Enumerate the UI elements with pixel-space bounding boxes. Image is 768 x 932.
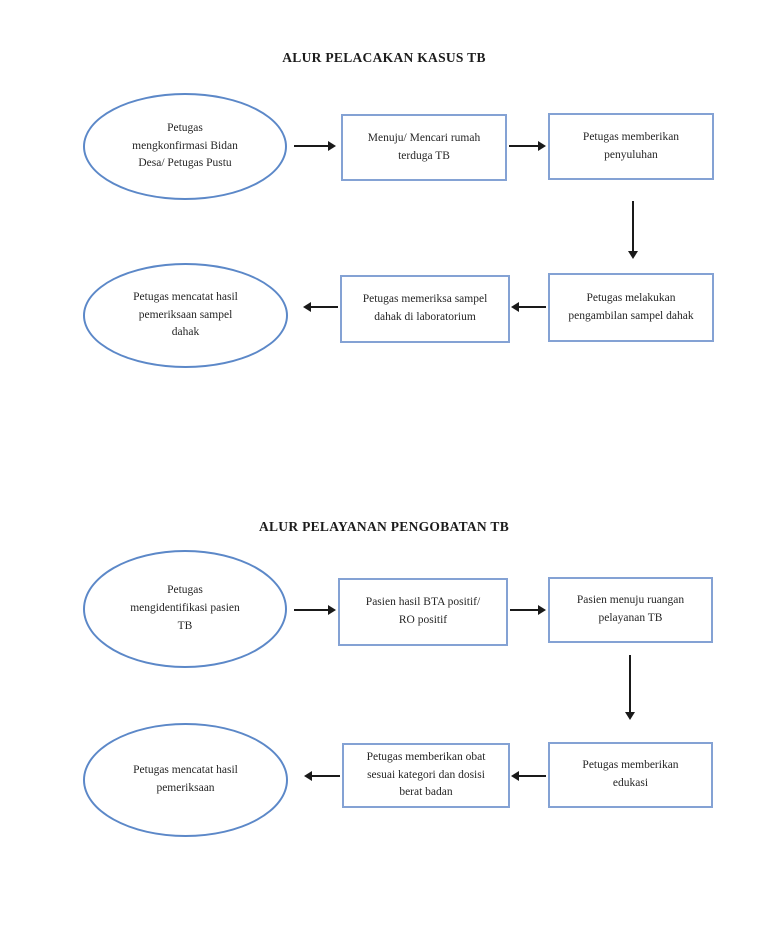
chart1-step3-label: Petugas melakukan pengambilan sampel dah… [568,291,694,322]
arrow-stem [310,306,338,308]
chart1-step1-box: Menuju/ Mencari rumah terduga TB [341,114,507,181]
arrow-head [303,302,311,312]
chart2-start-label: Petugas mengidentifikasi pasien TB [130,584,240,632]
arrow-stem [510,609,539,611]
chart1-arrow-step1-to-step2-icon [509,141,546,151]
chart1-start-ellipse: Petugas mengkonfirmasi Bidan Desa/ Petug… [83,93,287,200]
chart2-step3-box: Petugas memberikan edukasi [548,742,713,808]
chart1-step3-box: Petugas melakukan pengambilan sampel dah… [548,273,714,342]
arrow-stem [294,145,329,147]
arrow-head [328,605,336,615]
chart2-step1-box: Pasien hasil BTA positif/ RO positif [338,578,508,646]
chart2-step1-label: Pasien hasil BTA positif/ RO positif [365,596,481,626]
chart1-arrow-step4-to-end-icon [303,302,338,312]
chart1-step1-label: Menuju/ Mencari rumah terduga TB [367,131,481,162]
arrow-head [625,712,635,720]
chart2-end-ellipse: Petugas mencatat hasil pemeriksaan [83,723,288,837]
arrow-stem [632,201,634,252]
chart2-step2-label: Pasien menuju ruangan pelayanan TB [576,594,685,624]
chart1-step4-label: Petugas memeriksa sampel dahak di labora… [362,293,488,323]
chart2-title: ALUR PELAYANAN PENGOBATAN TB [258,519,510,534]
chart1-end-ellipse: Petugas mencatat hasil pemeriksaan sampe… [83,263,288,368]
chart2-step2-box: Pasien menuju ruangan pelayanan TB [548,577,713,643]
arrow-head [304,771,312,781]
chart2-arrow-step2-to-step3-icon [625,655,635,720]
arrow-head [538,605,546,615]
chart1-arrow-step3-to-step4-icon [511,302,546,312]
arrow-stem [311,775,340,777]
arrow-head [328,141,336,151]
arrow-head [511,302,519,312]
chart1-end-label: Petugas mencatat hasil pemeriksaan sampe… [133,290,238,339]
chart1-start-label: Petugas mengkonfirmasi Bidan Desa/ Petug… [132,121,238,170]
chart2-arrow-step3-to-step4-icon [511,771,546,781]
chart2-arrow-step4-to-end-icon [304,771,340,781]
arrow-head [511,771,519,781]
chart2-arrow-step1-to-step2-icon [510,605,546,615]
arrow-head [538,141,546,151]
arrow-stem [518,306,546,308]
chart2-arrow-start-to-step1-icon [294,605,336,615]
arrow-head [628,251,638,259]
chart1-step2-label: Petugas memberikan penyuluhan [582,130,680,161]
arrow-stem [294,609,329,611]
chart2-step4-label: Petugas memberikan obat sesuai kategori … [366,750,486,799]
arrow-stem [518,775,546,777]
arrow-stem [629,655,631,713]
chart1-title: ALUR PELACAKAN KASUS TB [282,50,486,65]
chart2-step3-label: Petugas memberikan edukasi [582,759,679,789]
chart1-step4-box: Petugas memeriksa sampel dahak di labora… [340,275,510,343]
chart1-arrow-start-to-step1-icon [294,141,336,151]
chart2-end-label: Petugas mencatat hasil pemeriksaan [133,764,238,794]
chart2-step4-box: Petugas memberikan obat sesuai kategori … [342,743,510,808]
chart1-arrow-step2-to-step3-icon [628,201,638,259]
chart2-start-ellipse: Petugas mengidentifikasi pasien TB [83,550,287,668]
arrow-stem [509,145,539,147]
chart1-step2-box: Petugas memberikan penyuluhan [548,113,714,180]
